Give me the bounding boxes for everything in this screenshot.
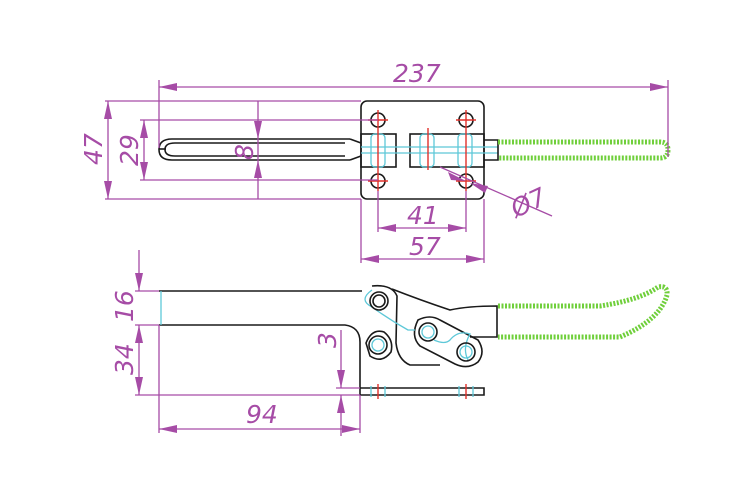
dim-label-34: 34 [110, 343, 139, 375]
dim-label-3: 3 [313, 332, 342, 348]
dim-label-47: 47 [79, 133, 108, 165]
lever-arm [413, 316, 483, 368]
top-view: 237 47 29 8 Ø7 [79, 59, 671, 263]
dim-94: 94 [158, 325, 361, 433]
pivot-pins [368, 291, 476, 362]
side-view: 16 34 3 94 [110, 250, 670, 436]
hidden-lines [361, 133, 498, 168]
dim-label-8: 8 [230, 144, 259, 160]
dim-8: 8 [230, 101, 262, 199]
dim-237: 237 [158, 59, 669, 157]
dim-label-94: 94 [246, 400, 278, 429]
handle-grip-side [498, 284, 670, 340]
slider-block [409, 133, 485, 168]
handle-grip [498, 139, 671, 161]
dim-41: 41 [377, 191, 467, 232]
dim-57: 57 [360, 199, 485, 263]
base-holes [370, 384, 474, 399]
handle-body [391, 288, 498, 338]
dim-34: 34 [110, 325, 360, 396]
plunger-bar [159, 290, 485, 396]
dim-29: 29 [115, 119, 378, 181]
dim-diameter-7: Ø7 [439, 166, 553, 224]
dim-label-diameter: Ø7 [505, 182, 550, 224]
dim-label-16: 16 [110, 290, 139, 322]
dim-3: 3 [313, 330, 360, 436]
dim-label-41: 41 [407, 201, 439, 230]
dim-16: 16 [110, 250, 159, 326]
body-link [371, 284, 440, 366]
dim-label-57: 57 [409, 232, 441, 261]
dim-label-237: 237 [393, 59, 441, 88]
dim-label-29: 29 [115, 134, 144, 166]
dim-47: 47 [79, 100, 361, 200]
